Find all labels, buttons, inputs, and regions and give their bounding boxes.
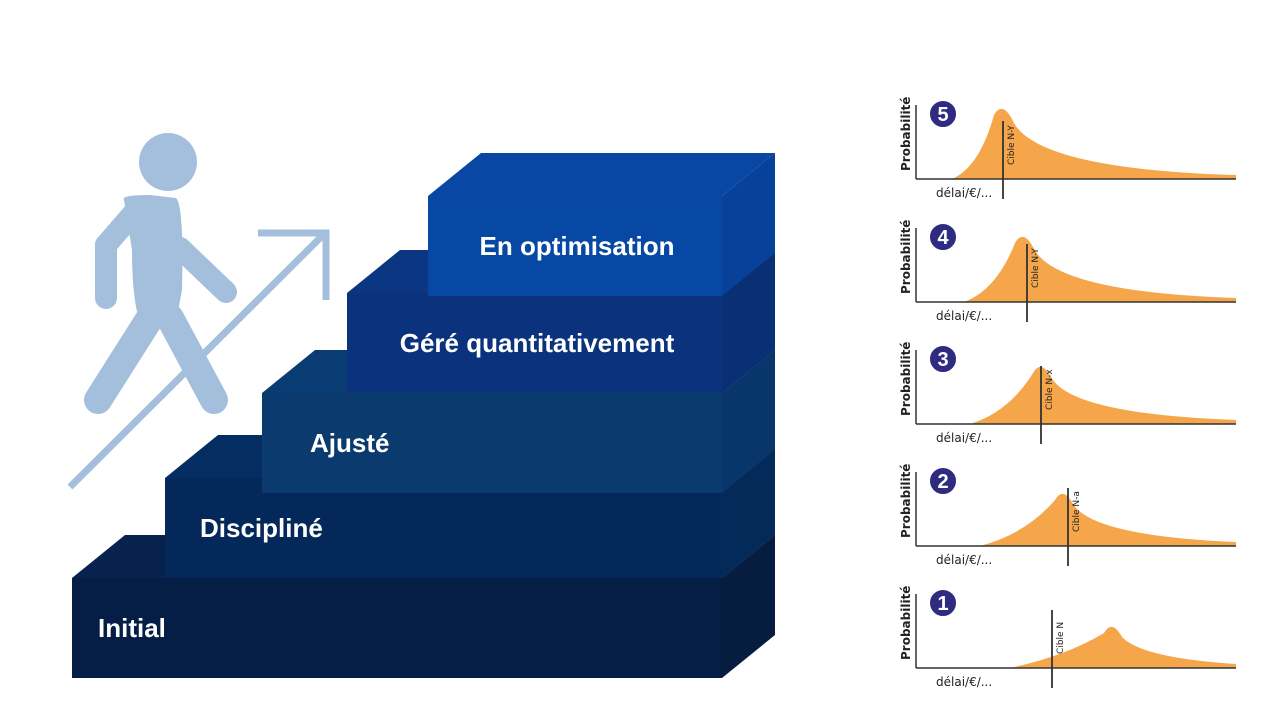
x-axis-label: délai/€/... [936,431,992,445]
distribution-area [970,366,1236,424]
distribution-chart-2: Cible N-a Probabilité délai/€/... 2 [899,464,1236,567]
x-axis-label: délai/€/... [936,553,992,567]
y-axis-label: Probabilité [899,464,913,538]
distribution-chart-3: Cible N-x Probabilité délai/€/... 3 [899,342,1236,445]
level-badge [928,99,958,129]
step-front-face [165,478,722,578]
distribution-area [980,493,1236,546]
step-front-face [262,393,722,493]
step-front-face [347,293,722,393]
step-side-face [722,350,775,493]
y-axis-label: Probabilité [899,586,913,660]
x-axis-label: délai/€/... [936,675,992,689]
step-top-face [428,153,775,196]
step-front-face [72,578,722,678]
step-label: Ajusté [310,428,389,458]
distribution-area [1010,626,1236,668]
x-axis-label: délai/€/... [936,309,992,323]
step-label: Initial [98,613,166,643]
walking-person-icon [84,133,237,414]
step-side-face [722,535,775,678]
y-axis-label: Probabilité [899,97,913,171]
target-label: Cible N-Y [1007,125,1017,165]
distribution-chart-4: Cible N-Y Probabilité délai/€/... 4 [899,220,1236,323]
y-axis-label: Probabilité [899,220,913,294]
step-level-5: En optimisation [428,153,775,296]
level-badge-number: 1 [937,593,948,615]
step-label: Discipliné [200,513,323,543]
target-label: Cible N [1056,622,1066,654]
distribution-area [952,108,1236,179]
level-badge-number: 3 [937,349,948,371]
level-badge [928,466,958,496]
level-badge-number: 5 [937,104,948,126]
up-right-arrow-icon [67,229,330,490]
step-side-face [722,153,775,296]
x-axis-label: délai/€/... [936,186,992,200]
target-label: Cible N-a [1072,491,1082,532]
step-front-face [428,196,722,296]
level-badge [928,222,958,252]
level-badge [928,588,958,618]
target-label: Cible N-Y [1031,248,1041,288]
target-label: Cible N-x [1045,369,1055,410]
distribution-area [964,236,1236,302]
level-badge-number: 2 [937,471,948,493]
distribution-chart-1: Cible N Probabilité délai/€/... 1 [899,586,1236,689]
step-label: En optimisation [480,231,675,261]
step-side-face [722,250,775,393]
level-badge-number: 4 [937,227,949,249]
step-label: Géré quantitativement [400,328,675,358]
level-badge [928,344,958,374]
distribution-chart-5: Cible N-Y Probabilité délai/€/... 5 [899,97,1236,200]
y-axis-label: Probabilité [899,342,913,416]
